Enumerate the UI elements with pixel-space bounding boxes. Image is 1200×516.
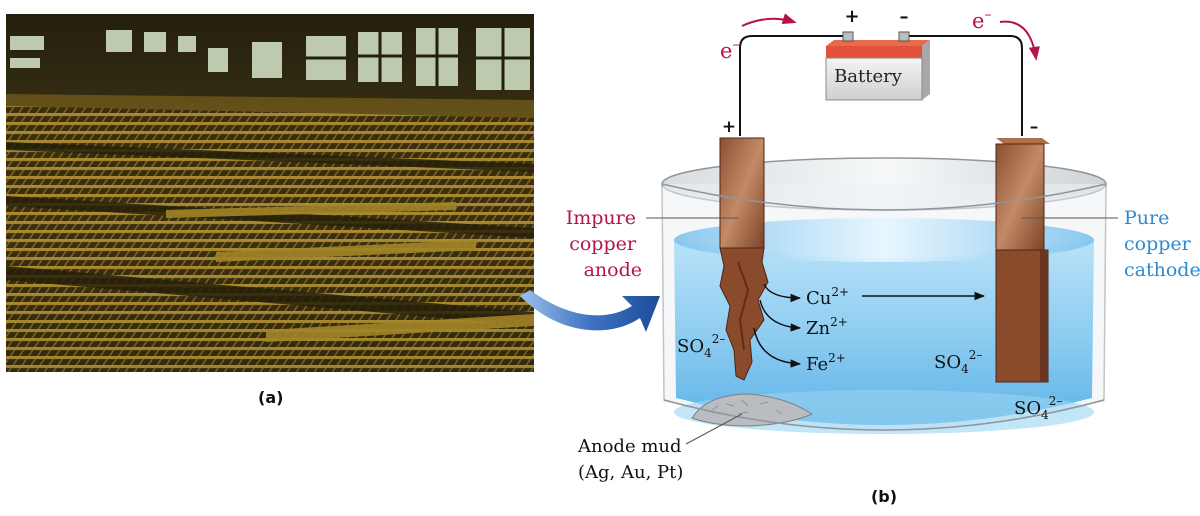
- pure-copper-cathode: [995, 138, 1050, 383]
- electron-label-left: e–: [720, 37, 739, 63]
- anode-label: Impure copper anode: [566, 207, 642, 281]
- ion-label-cu: Cu2+: [806, 285, 849, 309]
- battery-minus-sign: –: [900, 6, 909, 27]
- circuit-wires: [739, 35, 1023, 136]
- ion-label-fe: Fe2+: [806, 351, 846, 375]
- electron-flow-arrow-left: [741, 13, 797, 27]
- anode-mud-leader-line: [685, 413, 743, 445]
- ion-label-sulfate-anode: SO42–: [677, 332, 725, 360]
- electron-label-right: e–: [972, 7, 991, 33]
- panel-a-caption: (a): [258, 388, 284, 407]
- battery: Battery + –: [825, 6, 930, 101]
- ion-label-sulfate-cathode: SO42–: [934, 348, 982, 376]
- anode-mud-label: Anode mud (Ag, Au, Pt): [577, 436, 687, 483]
- panel-link-arrow: [520, 290, 660, 332]
- panel-b-caption: (b): [871, 487, 897, 506]
- cathode-sign: –: [1030, 117, 1039, 137]
- impure-copper-anode: [719, 137, 769, 381]
- ion-label-zn: Zn2+: [806, 315, 848, 339]
- cathode-label: Pure copper cathode: [1124, 207, 1200, 281]
- ion-migration-arrows: [753, 283, 986, 368]
- ion-label-sulfate-bottom: SO42–: [1014, 394, 1062, 422]
- anode-sign: +: [722, 117, 736, 137]
- cell-walkways: [6, 142, 534, 326]
- anode-mud-pile: [691, 393, 814, 427]
- battery-plus-sign: +: [844, 6, 859, 27]
- electron-flow-arrow-right: [999, 20, 1040, 61]
- battery-label: Battery: [834, 66, 903, 87]
- refinery-photo: [6, 14, 534, 372]
